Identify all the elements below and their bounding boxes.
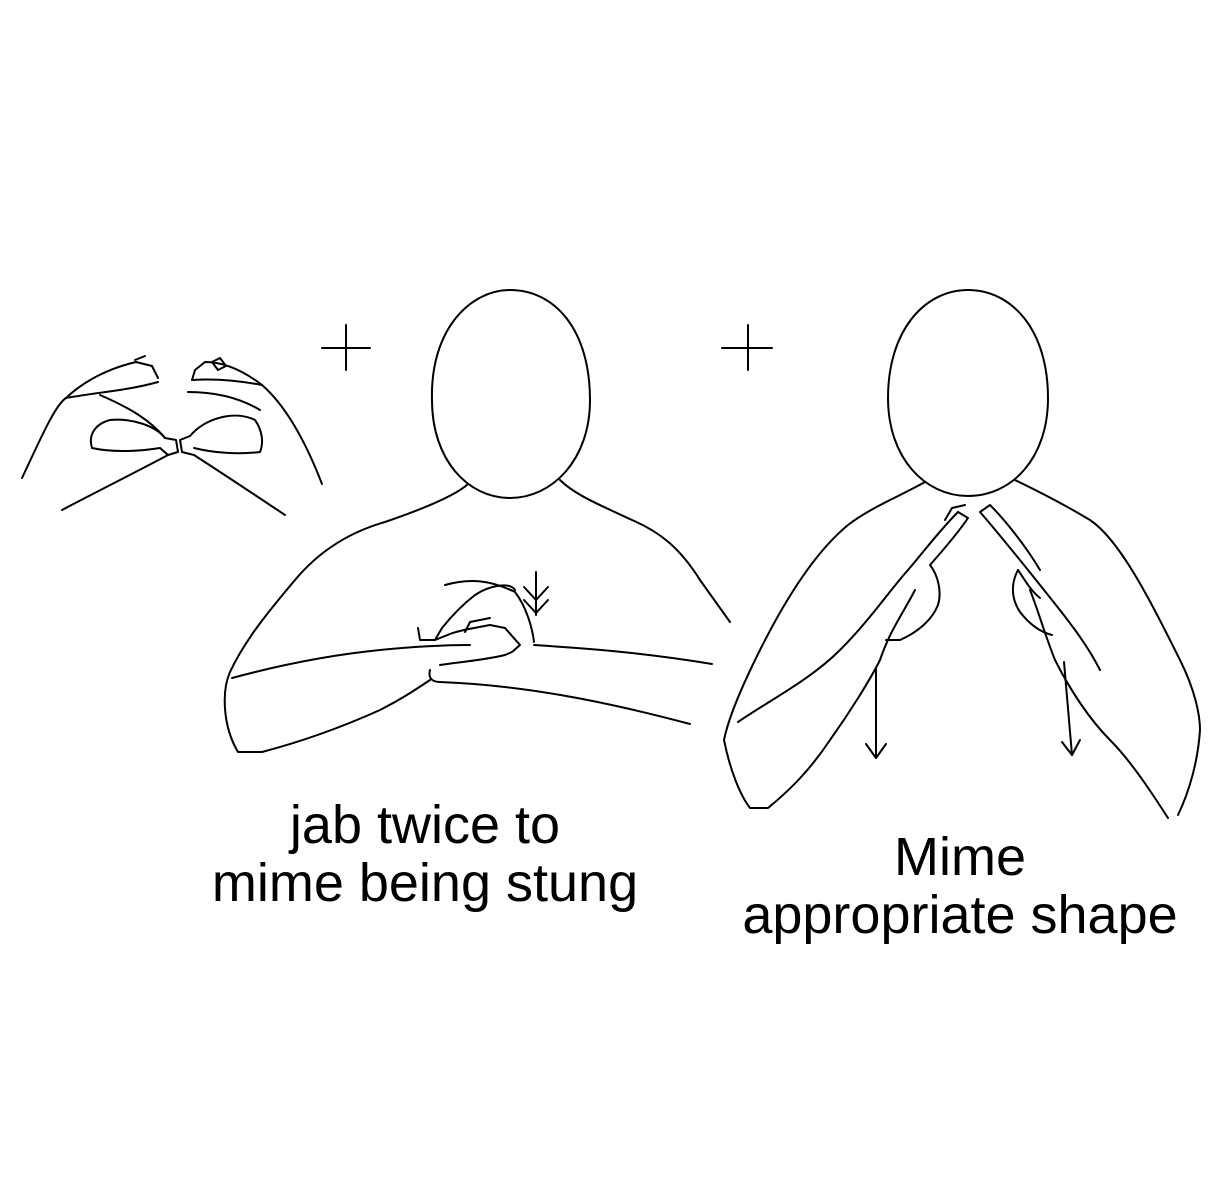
- pinching-hands-closeup: [21, 355, 323, 516]
- caption-mime-line-1: Mime: [894, 827, 1026, 887]
- caption-jab-line-2: mime being stung: [211, 853, 639, 913]
- figure-jab: [223, 289, 731, 753]
- figure-mime-shape: [721, 289, 1201, 819]
- caption-jab: jab twice to mime being stung: [170, 796, 680, 912]
- caption-mime-line-2: appropriate shape: [742, 885, 1178, 945]
- repeat-marker-icon: [721, 324, 773, 371]
- head: [887, 289, 1049, 497]
- caption-mime: Mime appropriate shape: [700, 828, 1220, 944]
- caption-jab-line-1: jab twice to: [289, 795, 561, 855]
- head: [430, 289, 591, 499]
- repeat-marker-icon: [321, 324, 371, 371]
- arrow-down-icon: [865, 667, 887, 759]
- arrow-down-icon: [1061, 661, 1081, 756]
- double-arrow-down-icon: [523, 571, 549, 616]
